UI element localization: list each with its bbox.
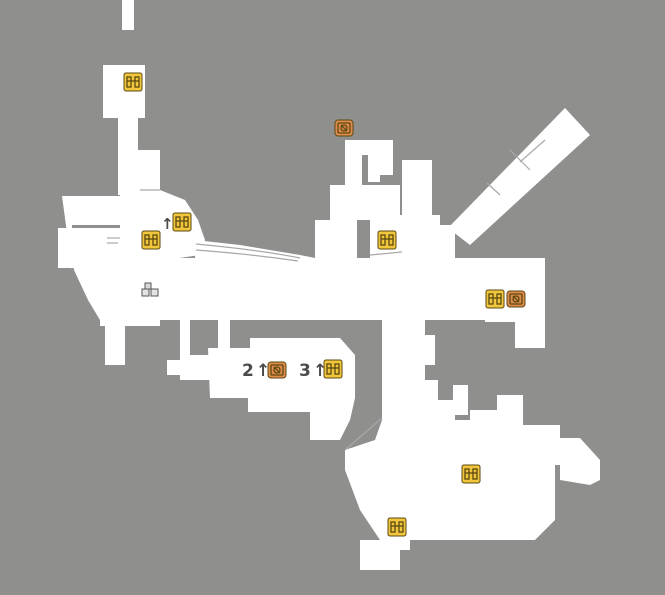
level-number-2: 2	[242, 361, 254, 381]
treasure-chest-icon[interactable]	[387, 517, 407, 537]
map-markers	[123, 72, 526, 537]
level-arrow-2: ↑	[256, 361, 270, 381]
level-label-3: 3 ↑	[299, 361, 327, 381]
safe-icon[interactable]	[334, 119, 354, 137]
npc-figure-icon[interactable]	[141, 282, 159, 297]
level-number-3: 3	[299, 361, 311, 381]
safe-icon[interactable]	[506, 290, 526, 308]
level-label-2: 2 ↑	[242, 361, 270, 381]
treasure-chest-icon[interactable]	[461, 464, 481, 484]
treasure-chest-icon[interactable]	[172, 212, 192, 232]
treasure-chest-icon[interactable]	[123, 72, 143, 92]
level-arrow-up-left: ↑	[161, 215, 174, 233]
map-floor-details	[107, 139, 546, 451]
map-floor	[58, 0, 600, 570]
treasure-chest-icon[interactable]	[323, 359, 343, 379]
safe-icon[interactable]	[267, 361, 287, 379]
treasure-chest-icon[interactable]	[141, 230, 161, 250]
treasure-chest-icon[interactable]	[377, 230, 397, 250]
treasure-chest-icon[interactable]	[485, 289, 505, 309]
